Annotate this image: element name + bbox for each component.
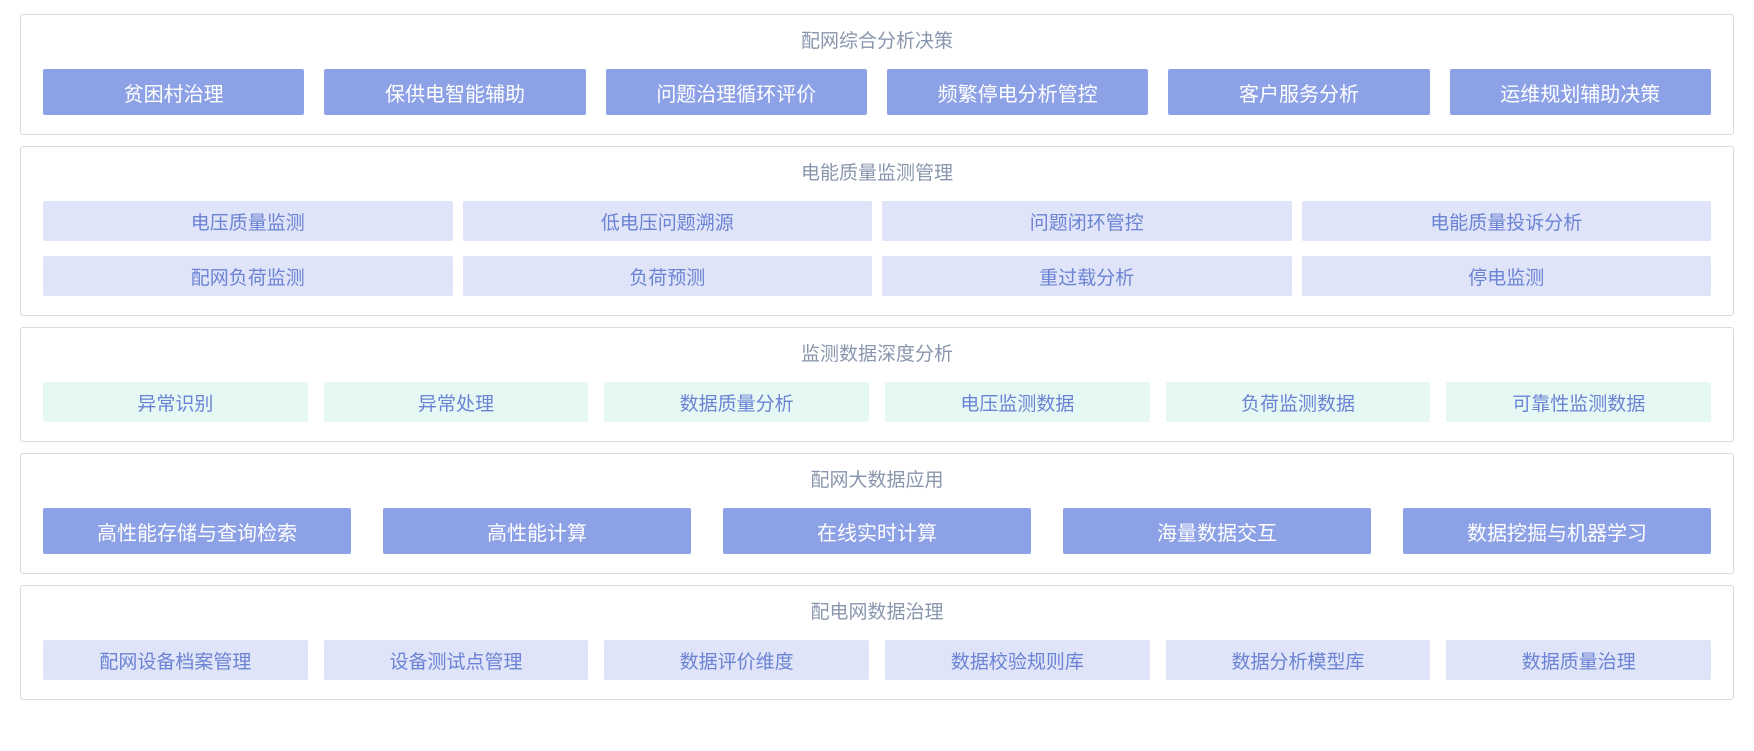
module-tile[interactable]: 数据质量分析: [604, 382, 870, 422]
module-tile[interactable]: 数据校验规则库: [885, 640, 1150, 680]
module-tile[interactable]: 异常识别: [43, 382, 308, 422]
module-tile[interactable]: 低电压问题溯源: [462, 201, 872, 241]
module-tile[interactable]: 客户服务分析: [1168, 69, 1430, 115]
panel-big-data-application: 配网大数据应用 高性能存储与查询检索 高性能计算 在线实时计算 海量数据交互 数…: [20, 453, 1734, 574]
module-tile[interactable]: 问题治理循环评价: [605, 69, 867, 115]
module-tile[interactable]: 负荷预测: [462, 256, 872, 296]
module-tile[interactable]: 在线实时计算: [723, 508, 1031, 554]
module-tile[interactable]: 可靠性监测数据: [1446, 382, 1712, 422]
module-tile[interactable]: 重过载分析: [882, 256, 1292, 296]
module-tile[interactable]: 电压监测数据: [885, 382, 1150, 422]
module-tile[interactable]: 海量数据交互: [1063, 508, 1371, 554]
module-tile[interactable]: 设备测试点管理: [323, 640, 589, 680]
panel-title: 监测数据深度分析: [800, 344, 953, 365]
tile-rows-container: 电压质量监测 低电压问题溯源 问题闭环管控 电能质量投诉分析 配网负荷监测 负荷…: [43, 201, 1711, 296]
module-tile[interactable]: 停电监测: [1301, 256, 1711, 296]
module-tile[interactable]: 贫困村治理: [43, 69, 305, 115]
panel-monitoring-data-deep-analysis: 监测数据深度分析 异常识别 异常处理 数据质量分析 电压监测数据 负荷监测数据 …: [20, 327, 1734, 442]
module-tile[interactable]: 运维规划辅助决策: [1449, 69, 1711, 115]
panel-comprehensive-analysis-decision: 配网综合分析决策 贫困村治理 保供电智能辅助 问题治理循环评价 频繁停电分析管控…: [20, 14, 1734, 135]
tile-row: 异常识别 异常处理 数据质量分析 电压监测数据 负荷监测数据 可靠性监测数据: [43, 382, 1712, 422]
panel-data-governance: 配电网数据治理 配网设备档案管理 设备测试点管理 数据评价维度 数据校验规则库 …: [20, 585, 1734, 700]
tile-row: 贫困村治理 保供电智能辅助 问题治理循环评价 频繁停电分析管控 客户服务分析 运…: [43, 69, 1711, 115]
tile-row: 配网设备档案管理 设备测试点管理 数据评价维度 数据校验规则库 数据分析模型库 …: [43, 640, 1712, 680]
module-tile[interactable]: 配网设备档案管理: [43, 640, 308, 680]
module-tile[interactable]: 频繁停电分析管控: [886, 69, 1149, 115]
module-tile[interactable]: 问题闭环管控: [882, 201, 1292, 241]
tile-row: 电压质量监测 低电压问题溯源 问题闭环管控 电能质量投诉分析: [43, 201, 1711, 241]
panel-title: 电能质量监测管理: [800, 163, 953, 184]
module-tile[interactable]: 电压质量监测: [43, 201, 453, 241]
module-tile[interactable]: 配网负荷监测: [43, 256, 453, 296]
panel-title: 配网大数据应用: [810, 470, 944, 491]
module-tile[interactable]: 异常处理: [323, 382, 589, 422]
tile-row: 配网负荷监测 负荷预测 重过载分析 停电监测: [43, 256, 1711, 296]
panel-title: 配电网数据治理: [810, 602, 944, 623]
module-tile[interactable]: 数据质量治理: [1446, 640, 1712, 680]
module-tile[interactable]: 负荷监测数据: [1165, 382, 1431, 422]
module-tile[interactable]: 数据评价维度: [604, 640, 870, 680]
module-tile[interactable]: 数据分析模型库: [1165, 640, 1431, 680]
module-tile[interactable]: 电能质量投诉分析: [1301, 201, 1711, 241]
module-tile[interactable]: 高性能存储与查询检索: [43, 508, 351, 554]
module-tile[interactable]: 高性能计算: [383, 508, 691, 554]
module-tile[interactable]: 保供电智能辅助: [324, 69, 586, 115]
panel-power-quality-monitoring: 电能质量监测管理 电压质量监测 低电压问题溯源 问题闭环管控 电能质量投诉分析 …: [20, 146, 1734, 316]
module-tile[interactable]: 数据挖掘与机器学习: [1403, 508, 1711, 554]
panel-title: 配网综合分析决策: [800, 31, 953, 52]
tile-row: 高性能存储与查询检索 高性能计算 在线实时计算 海量数据交互 数据挖掘与机器学习: [43, 508, 1711, 554]
